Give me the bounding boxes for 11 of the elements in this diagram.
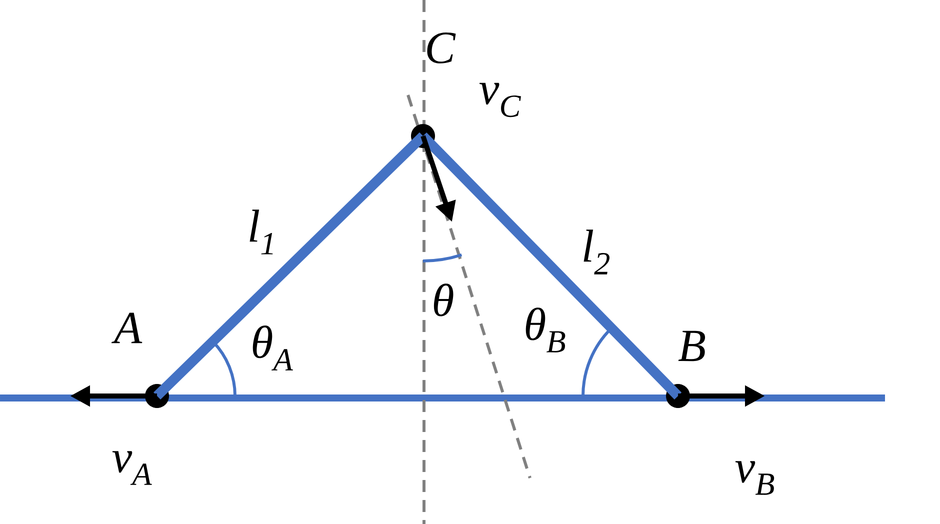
- edge-label: l$_{2}$: [580, 228, 612, 276]
- angle-label: θ$_{B}$: [526, 308, 566, 352]
- point-dot: [666, 384, 690, 408]
- point-label: B: [678, 330, 706, 362]
- edge-label: l$_{1}$: [246, 208, 278, 256]
- velocity-label: v$_{A}$: [112, 451, 152, 485]
- point-label: A: [111, 312, 142, 344]
- angle-label: θ: [434, 284, 454, 316]
- point-label: C: [427, 32, 456, 64]
- point-dot: [145, 384, 169, 408]
- point-dot: [411, 124, 435, 148]
